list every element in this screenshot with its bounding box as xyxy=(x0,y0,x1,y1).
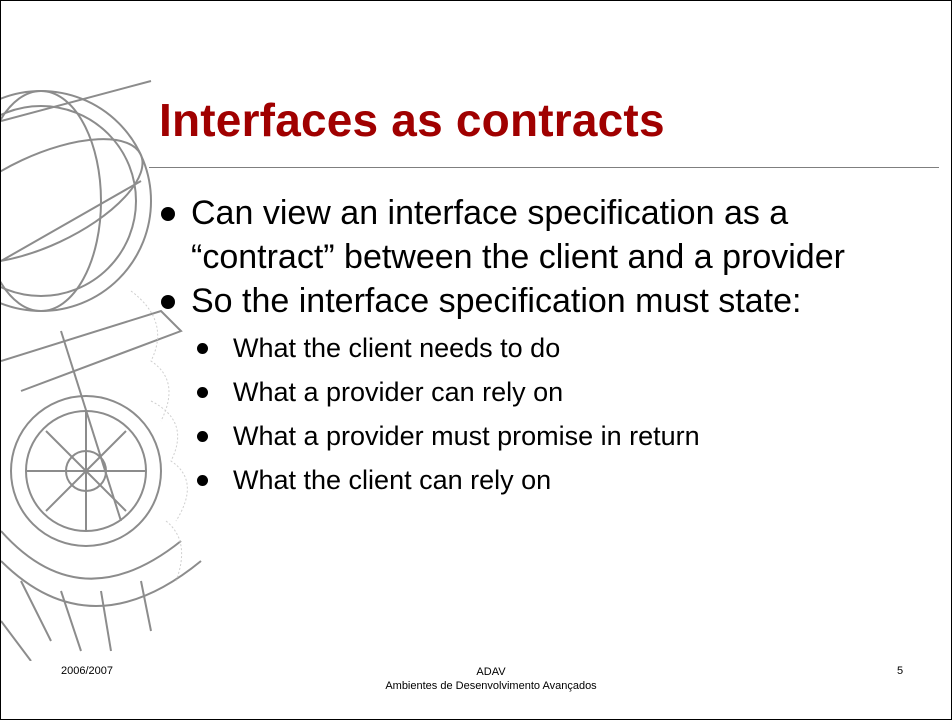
sub-bullet-item: What a provider must promise in return xyxy=(159,417,939,455)
footer-course-name: Ambientes de Desenvolvimento Avançados xyxy=(385,680,597,692)
footer-date: 2006/2007 xyxy=(61,665,113,677)
page-number: 5 xyxy=(897,665,904,677)
armillary-sphere-emblem-icon xyxy=(1,80,202,661)
sub-bullet-item: What a provider can rely on xyxy=(159,373,939,411)
bullet-item: Can view an interface specification as a… xyxy=(159,191,939,279)
bullet-dot-icon xyxy=(197,387,208,398)
bullet-text: Can view an interface specification as a… xyxy=(191,194,845,276)
footer-course: ADAV Ambientes de Desenvolvimento Avança… xyxy=(301,665,681,693)
bullet-item: So the interface specification must stat… xyxy=(159,279,939,323)
footer-course-code: ADAV xyxy=(476,666,506,678)
sub-bullet-item: What the client needs to do xyxy=(159,329,939,367)
bullet-dot-icon xyxy=(197,431,208,442)
bullet-dot-icon xyxy=(161,295,175,309)
sub-bullet-text: What the client can rely on xyxy=(233,465,552,495)
title-divider xyxy=(149,167,939,168)
sub-bullet-text: What a provider must promise in return xyxy=(233,421,700,451)
bullet-dot-icon xyxy=(197,475,208,486)
sub-bullet-item: What the client can rely on xyxy=(159,461,939,499)
sub-bullet-text: What the client needs to do xyxy=(233,333,561,363)
bullet-list: Can view an interface specification as a… xyxy=(159,191,939,499)
bullet-text: So the interface specification must stat… xyxy=(191,282,802,320)
sub-bullet-text: What a provider can rely on xyxy=(233,377,564,407)
bullet-dot-icon xyxy=(161,207,175,221)
bullet-dot-icon xyxy=(197,343,208,354)
slide-title: Interfaces as contracts xyxy=(159,94,665,146)
